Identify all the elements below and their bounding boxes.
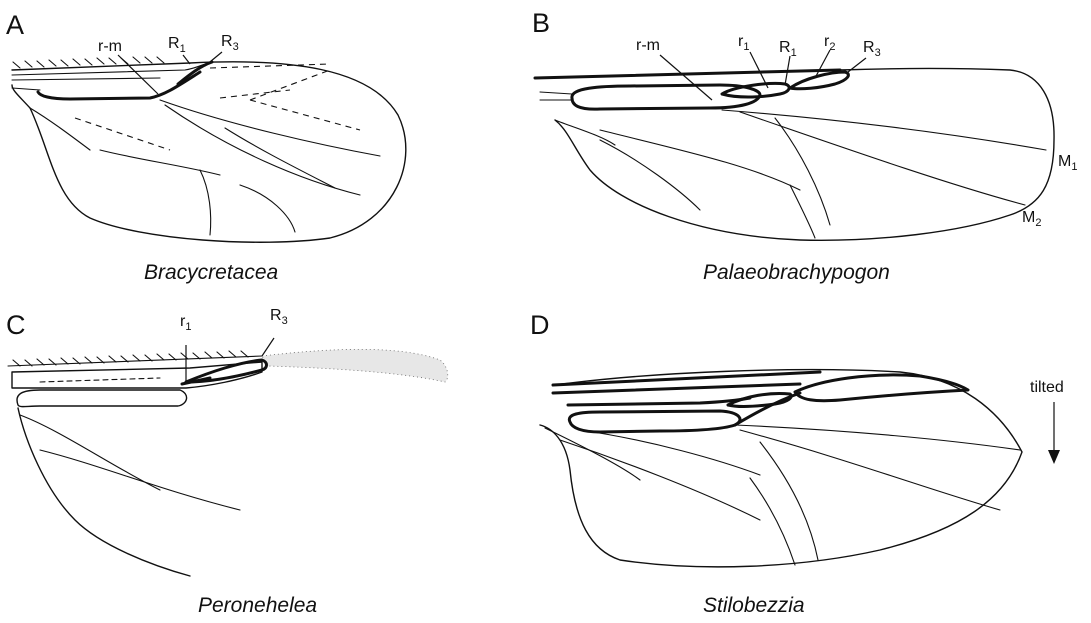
wing-b-drawing	[535, 69, 1054, 241]
wing-d-costa	[553, 372, 820, 385]
wing-d-vein-m3	[760, 442, 818, 560]
wing-a-vein-rs	[38, 72, 200, 99]
wing-c-r3-leader	[262, 338, 274, 356]
wing-c-label-r1: r1	[180, 313, 191, 333]
wing-b-vein-a	[600, 140, 700, 210]
wing-a-dash-3	[250, 70, 330, 100]
wing-d-vein-m1	[735, 425, 1020, 450]
panel-d-tilted-note: tilted	[1030, 379, 1064, 396]
wing-b-vein-anal	[555, 120, 615, 145]
wing-c-lower-outline	[18, 408, 190, 576]
wing-c-basal-cell	[17, 390, 187, 407]
wing-a-label-r3: R3	[221, 33, 239, 53]
wing-b-vein-m1	[722, 110, 1046, 150]
panel-d-taxon: Stilobezzia	[703, 594, 805, 617]
wing-b-label-m1: M1	[1058, 153, 1077, 173]
wing-d-subcosta	[553, 384, 800, 393]
wing-b-label-m2: M2	[1022, 209, 1041, 229]
panel-c-letter: C	[6, 310, 26, 340]
wing-b-vein-base	[540, 92, 572, 94]
panel-a: A	[6, 10, 406, 284]
wing-b-label-r2: r2	[824, 33, 835, 53]
wing-a-vein-r1	[12, 78, 160, 80]
wing-a-vein-m	[225, 128, 335, 188]
wing-d-drawing	[540, 370, 1022, 567]
panel-c-taxon: Peronehelea	[198, 594, 317, 617]
wing-a-label-r1: R1	[168, 35, 186, 55]
wing-c-vein-cu	[20, 415, 160, 490]
wing-a-vein-base	[12, 88, 40, 90]
wing-c-costal-bristles	[13, 351, 248, 366]
wing-a-vein-m1	[160, 100, 380, 156]
wing-b-vein-cu	[600, 130, 800, 190]
wing-c-r-cell	[12, 362, 262, 388]
wing-b-label-r3: R3	[863, 39, 881, 59]
wing-c-stippled-area	[262, 349, 448, 382]
panel-a-letter: A	[6, 10, 24, 40]
wing-b-costa	[535, 70, 840, 78]
wing-c-dashed-vein	[40, 378, 160, 382]
wing-b-label-R1: R1	[779, 39, 797, 59]
wing-a-vein-cu	[100, 150, 220, 175]
panel-c: C r1 R3 Peronehelea	[6, 307, 448, 617]
wing-b-outline	[535, 69, 1054, 241]
wing-d-vein-cu-stem	[750, 478, 795, 565]
wing-a-vein-a	[240, 185, 295, 232]
wing-c-vein-a	[40, 450, 240, 510]
tilted-arrow-icon	[1048, 450, 1060, 464]
wing-d-r3-cell	[795, 375, 968, 401]
wing-a-r3-cell	[178, 62, 212, 84]
wing-a-outline	[12, 62, 406, 242]
wing-b-label-rm: r-m	[636, 37, 660, 54]
wing-b-vein-cu-stem	[790, 185, 815, 238]
panel-b: B r-m r1 R1 r2 R3 M1 M	[532, 8, 1077, 284]
wing-c-drawing	[8, 349, 448, 576]
wing-c-label-r3: R3	[270, 307, 288, 327]
wing-d-vein-cu	[580, 430, 760, 475]
panel-a-taxon: Bracycretacea	[144, 261, 278, 284]
wing-b-r3-cell	[790, 72, 848, 89]
wing-a-dash-4	[250, 100, 360, 130]
panel-d: D tilted Stilobezzia	[530, 310, 1064, 617]
wing-d-vein-a	[560, 440, 760, 520]
wing-a-dash-5	[75, 118, 170, 150]
wing-a-dash-2	[220, 90, 290, 98]
wing-a-drawing	[12, 57, 406, 242]
panel-b-taxon: Palaeobrachypogon	[703, 261, 890, 284]
wing-a-r3-leader	[205, 52, 222, 66]
wing-b-rm-leader	[660, 55, 712, 100]
wing-d-vein-anal	[545, 428, 640, 480]
wing-d-basal-cell	[569, 411, 740, 432]
wing-b-r1-leader	[750, 52, 768, 88]
wing-b-label-r1: r1	[738, 33, 749, 53]
wing-a-label-rm: r-m	[98, 38, 122, 55]
panel-d-letter: D	[530, 310, 550, 340]
panel-b-letter: B	[532, 8, 550, 38]
wing-a-vein-cu-stem	[200, 170, 211, 235]
wing-d-upper-cell	[568, 398, 750, 405]
